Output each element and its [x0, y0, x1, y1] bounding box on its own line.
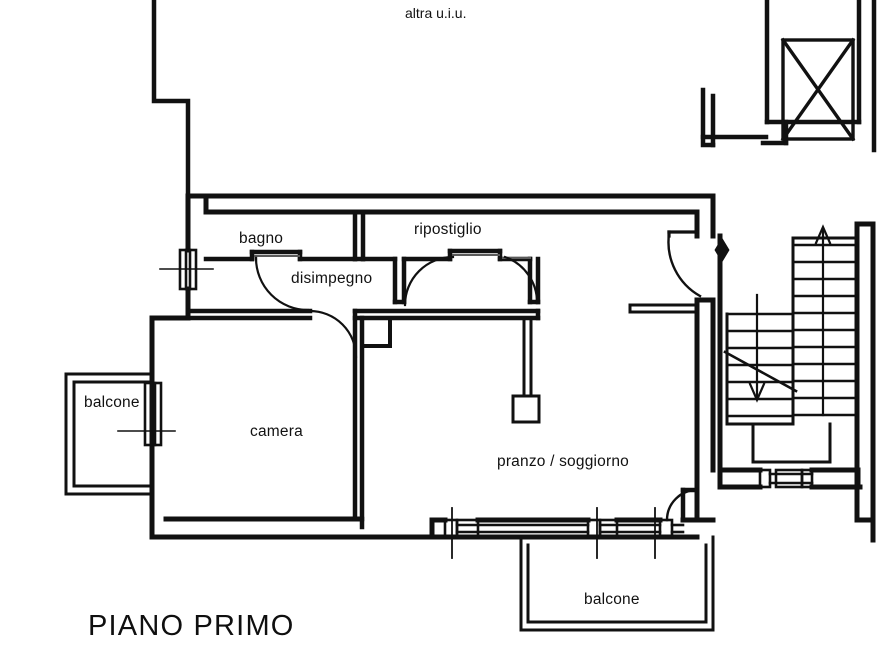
room-label-camera: camera	[250, 423, 303, 440]
apartment-east-wall	[694, 209, 716, 523]
handrail-stub	[628, 303, 699, 314]
elevator-shaft	[780, 37, 856, 142]
entrance-door-leaf	[667, 230, 699, 238]
room-label-balcone-sud: balcone	[584, 591, 640, 608]
room-label-pranzo-soggiorno: pranzo / soggiorno	[497, 453, 629, 470]
stair-treads-down	[725, 312, 795, 418]
stair-down-arrow	[748, 293, 766, 403]
room-label-ripostiglio: ripostiglio	[414, 221, 482, 238]
room-label-bagno: bagno	[239, 230, 284, 247]
room-label-disimpegno: disimpegno	[291, 270, 373, 287]
stair-up-arrow	[814, 224, 832, 417]
door-swing-disimpegno-camera	[308, 309, 358, 359]
annotation-neighbour-unit: altra u.i.u.	[405, 5, 467, 21]
door-swing-ripostiglio	[403, 255, 455, 307]
balcone-south-outline	[519, 535, 715, 632]
door-swing-soggiorno	[503, 255, 539, 305]
entrance-door-swing	[667, 232, 702, 298]
stairwell-walls	[717, 221, 876, 543]
room-label-balcone-ovest: balcone	[84, 394, 140, 411]
duct-shaft-line	[522, 316, 533, 398]
balcony-door-swing	[665, 488, 699, 522]
apartment-outer-walls	[149, 193, 716, 540]
duct-shaft-box	[511, 394, 541, 424]
balcone-west-outline	[64, 372, 154, 496]
window-soggiorno-south	[443, 518, 685, 539]
corner-pillar	[360, 316, 392, 348]
window-camera-west	[143, 381, 163, 447]
page-title: PIANO PRIMO	[88, 610, 295, 642]
landing-stub-walls	[700, 87, 769, 148]
camera-soggiorno-wall	[352, 308, 365, 530]
stair-treads-up	[791, 243, 859, 417]
soggiorno-south-wall	[429, 517, 700, 540]
stair-stringer	[725, 236, 859, 464]
elevator-block-walls	[760, 0, 877, 153]
stair-break-line	[723, 350, 798, 393]
window-sill-ticks-south	[451, 507, 656, 559]
neighbour-unit-wall	[151, 0, 191, 199]
window-stairwell-south	[758, 468, 814, 489]
